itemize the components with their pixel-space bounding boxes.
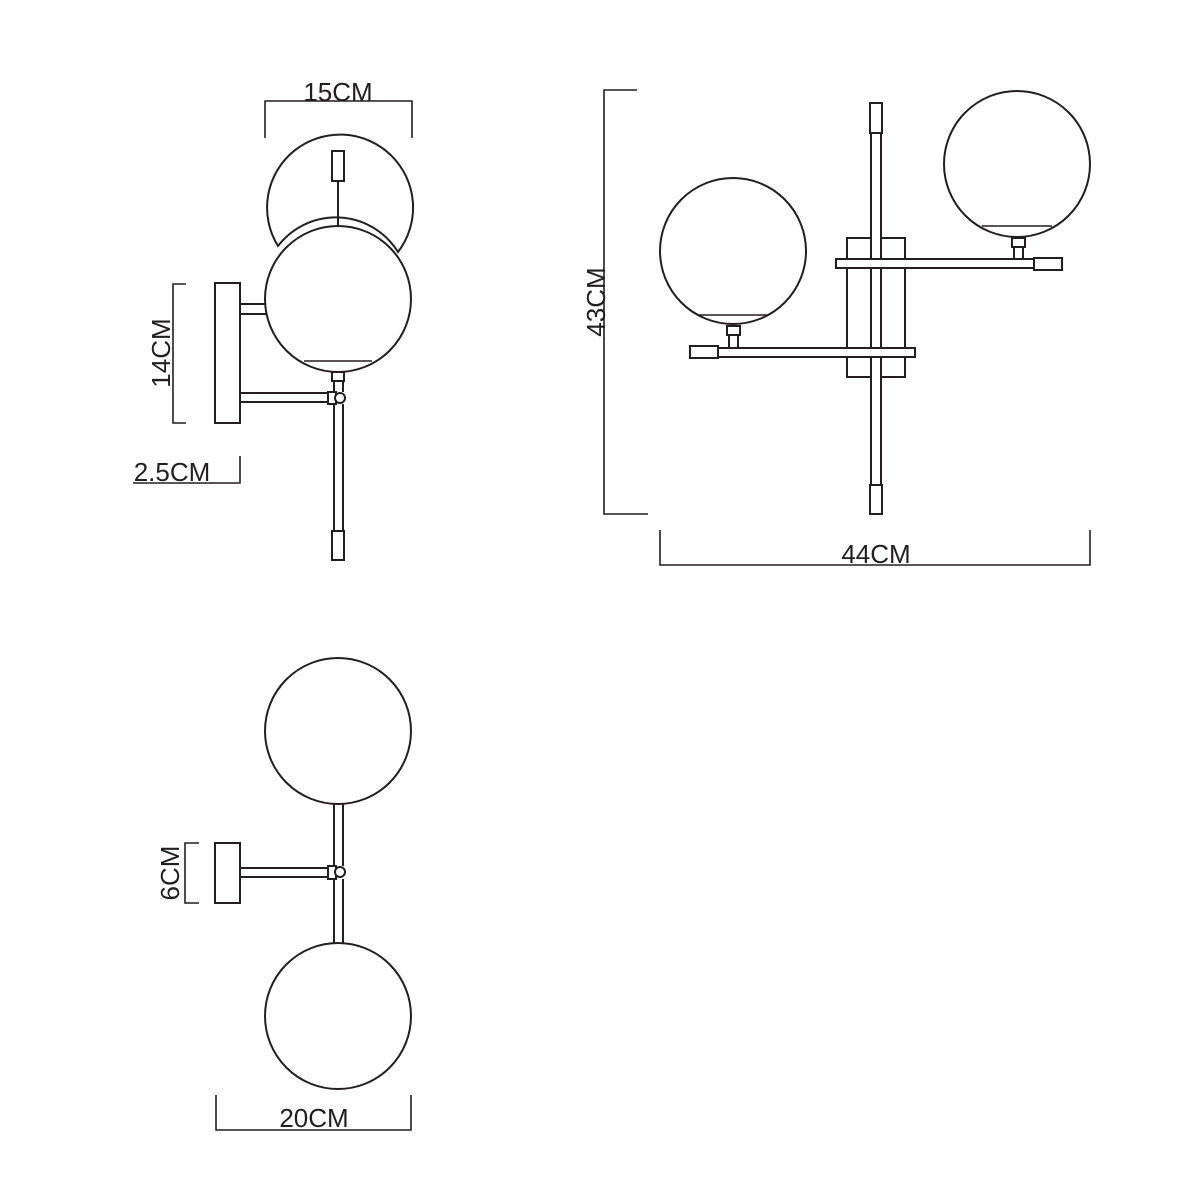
front-width-dimension: 44CM (659, 530, 1091, 569)
side-height-dimension: 14CM (146, 283, 186, 424)
side-rod-lower (333, 404, 344, 531)
side-back-globe (266, 133, 415, 254)
side-depth-label: 2.5CM (134, 457, 211, 487)
side-arm (240, 392, 330, 403)
top-view-lower-globe (264, 942, 412, 1090)
front-upper-arm-cap (1033, 257, 1063, 271)
side-width-dimension: 15CM (264, 77, 413, 138)
side-top-cap (331, 150, 345, 182)
top-view: 6CM 20CM (155, 657, 412, 1133)
top-view-rod-upper (333, 804, 344, 866)
front-upper-arm (835, 258, 1035, 269)
front-top-cap (869, 102, 883, 134)
side-depth-dimension: 2.5CM (133, 456, 241, 487)
top-width-dimension: 20CM (215, 1095, 412, 1133)
front-lower-globe (659, 177, 807, 325)
top-view-pivot (334, 866, 346, 878)
side-rod-upper (333, 381, 344, 392)
front-upper-holder (1011, 237, 1026, 248)
top-view-rod-lower (333, 879, 344, 943)
front-upper-stem (1013, 246, 1024, 259)
side-globe-holder (331, 371, 345, 382)
top-base-label: 6CM (155, 846, 185, 901)
front-upper-globe (943, 90, 1091, 238)
top-view-upper-globe (264, 657, 412, 805)
front-lower-arm (717, 347, 916, 358)
side-pivot (334, 392, 346, 404)
side-wall-plate (214, 282, 241, 424)
top-base-dimension: 6CM (155, 842, 199, 904)
front-bottom-cap (869, 484, 883, 515)
side-upper-stub (240, 303, 266, 315)
side-view: 15CM 14CM 2.5CM (133, 77, 415, 561)
front-view: 43CM 44CM (581, 89, 1091, 569)
front-height-label: 43CM (581, 267, 611, 336)
front-lower-arm-cap (689, 345, 719, 359)
side-front-globe (264, 225, 412, 373)
front-vertical-rod (870, 132, 882, 486)
side-bottom-cap (331, 530, 345, 561)
front-lower-holder (726, 325, 741, 336)
side-height-label: 14CM (146, 318, 176, 387)
front-height-dimension: 43CM (581, 89, 648, 515)
top-view-base (214, 842, 241, 904)
top-view-arm (240, 867, 330, 878)
top-width-label: 20CM (279, 1103, 348, 1133)
side-width-label: 15CM (303, 77, 372, 107)
front-lower-stem (728, 334, 739, 348)
front-width-label: 44CM (841, 539, 910, 569)
